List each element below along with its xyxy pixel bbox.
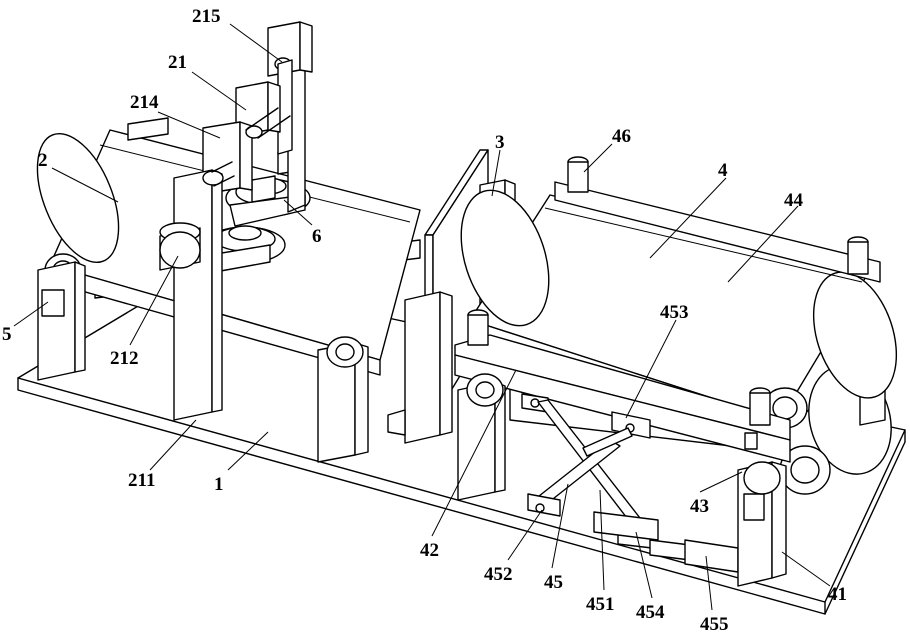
label-4: 4 bbox=[718, 160, 728, 181]
label-211: 211 bbox=[128, 470, 155, 491]
label-42: 42 bbox=[420, 540, 439, 561]
label-455: 455 bbox=[700, 614, 729, 635]
label-214: 214 bbox=[130, 92, 159, 113]
label-3: 3 bbox=[495, 132, 505, 153]
right-legs bbox=[738, 462, 786, 586]
label-5: 5 bbox=[2, 324, 12, 345]
label-1: 1 bbox=[214, 474, 224, 495]
label-451: 451 bbox=[586, 594, 615, 615]
label-44: 44 bbox=[784, 190, 804, 211]
label-46: 46 bbox=[612, 126, 631, 147]
label-452: 452 bbox=[484, 564, 513, 585]
label-453: 453 bbox=[660, 302, 689, 323]
label-21: 21 bbox=[168, 52, 187, 73]
label-6: 6 bbox=[312, 226, 322, 247]
label-212: 212 bbox=[110, 348, 139, 369]
label-41: 41 bbox=[828, 584, 847, 605]
label-45: 45 bbox=[544, 572, 563, 593]
label-454: 454 bbox=[636, 602, 665, 623]
label-2: 2 bbox=[38, 150, 48, 171]
label-43: 43 bbox=[690, 496, 709, 517]
front-leg bbox=[458, 374, 505, 500]
label-215: 215 bbox=[192, 6, 221, 27]
